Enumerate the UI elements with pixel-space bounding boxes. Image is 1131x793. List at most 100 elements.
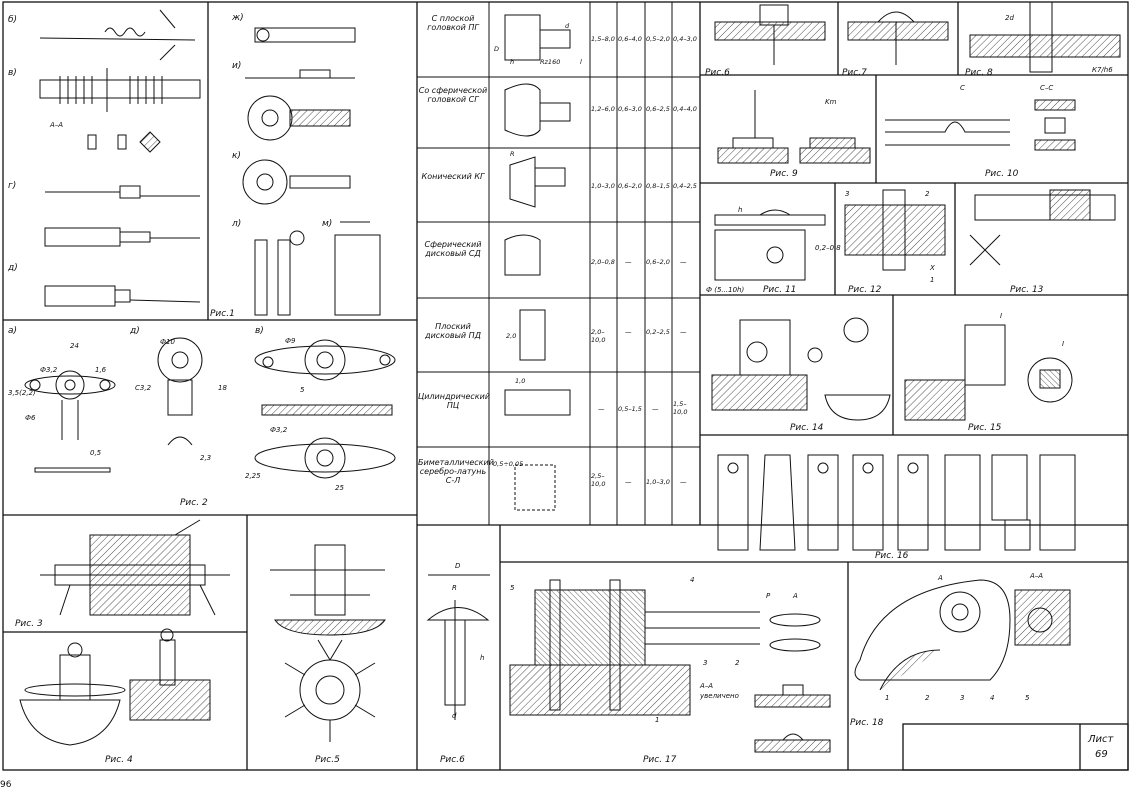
dim-label: 1,0 (515, 377, 526, 385)
svg-text:d: d (452, 712, 457, 720)
table-cell: — (625, 328, 632, 336)
table-cell: 0,6–2,0 (646, 258, 670, 266)
svg-text:ж): ж) (231, 13, 244, 23)
table-cell: 1,5–10,0 (673, 400, 688, 416)
svg-text:г): г) (8, 181, 16, 191)
fig17-caption: Рис. 17 (643, 755, 677, 765)
svg-text:А: А (792, 592, 798, 600)
table-cell: 1,2–6,0 (591, 105, 615, 113)
svg-text:2d: 2d (1005, 14, 1014, 22)
fig12-caption: Рис. 12 (848, 285, 882, 295)
fig6-caption: Рис.6 (440, 755, 465, 765)
fig8-caption: Рис. 8 (965, 68, 993, 78)
fig3-drawing (40, 519, 230, 616)
svg-text:А: А (937, 574, 943, 582)
fig11-12-13-drawings (714, 189, 1116, 281)
svg-text:м): м) (322, 219, 332, 229)
svg-text:4: 4 (990, 694, 994, 702)
sheet-title-text: Лист 69 (1087, 734, 1115, 760)
svg-text:к): к) (232, 151, 241, 161)
table-cell: — (680, 328, 687, 336)
table-cell: 1,0–3,0 (591, 182, 615, 190)
svg-text:Km: Km (825, 98, 837, 106)
table-row-name: Конический КГ (421, 172, 485, 181)
svg-text:д): д) (7, 263, 18, 273)
table-row-name: Плоский дисковый ПД (425, 322, 481, 340)
svg-text:3,5(2,2): 3,5(2,2) (8, 389, 36, 397)
svg-text:2: 2 (735, 659, 740, 667)
table-cell: 0,5–1,5 (618, 405, 642, 413)
svg-text:в): в) (255, 326, 264, 336)
svg-text:4: 4 (690, 576, 694, 584)
svg-text:18: 18 (218, 384, 227, 392)
contacts-table-grid (417, 2, 700, 525)
svg-text:Ф10: Ф10 (160, 338, 175, 346)
table-cell: 0,8–1,5 (646, 182, 670, 190)
svg-text:Ф3,2: Ф3,2 (270, 426, 288, 434)
fig18-drawing (854, 579, 1071, 691)
svg-text:3: 3 (960, 694, 964, 702)
sheet-number: 69 (1095, 749, 1108, 760)
table-row-name: Со сферической головкой СГ (418, 86, 488, 104)
dim-label: h (510, 58, 515, 66)
fig4-drawing (19, 628, 211, 746)
table-row-name: Биметаллический серебро-латунь С-Л (418, 458, 494, 485)
svg-text:25: 25 (335, 484, 344, 492)
svg-text:С3,2: С3,2 (135, 384, 152, 392)
svg-text:2,3: 2,3 (200, 454, 211, 462)
svg-text:Ф6: Ф6 (25, 414, 36, 422)
svg-text:а): а) (8, 326, 17, 336)
svg-text:2,25: 2,25 (245, 472, 261, 480)
fig2-labels: а) д) в) 24 Ф10 Ф9 Ф3,2 1,6 Ф6 С3,2 18 0… (8, 326, 344, 492)
svg-text:5: 5 (510, 584, 515, 592)
fig9-10-drawings (717, 90, 1076, 164)
fig18-caption: Рис. 18 (850, 718, 884, 728)
table-cell: 2,0–0,8 (591, 258, 615, 266)
fig11-caption: Рис. 11 (763, 285, 796, 295)
fig4-caption: Рис. 4 (105, 755, 133, 765)
svg-text:А–А: А–А (49, 121, 63, 129)
svg-text:X: X (929, 264, 935, 272)
table-row-name: Сферический дисковый СД (424, 240, 482, 258)
table-cell: — (680, 478, 687, 486)
table-cell: 2,0–10,0 (591, 328, 606, 344)
table-row-name: Цилиндрический ПЦ (418, 392, 491, 410)
fig13-caption: Рис. 13 (1010, 285, 1044, 295)
svg-text:R: R (452, 584, 457, 592)
table-cell: 1,5–8,0 (591, 35, 615, 43)
svg-text:1: 1 (885, 694, 889, 702)
svg-text:в): в) (8, 68, 17, 78)
dim-label: 2,0 (506, 332, 517, 340)
svg-text:I: I (1062, 340, 1064, 348)
dim-label: D (494, 45, 500, 53)
svg-text:и): и) (232, 61, 241, 71)
svg-text:3: 3 (845, 190, 849, 198)
table-cell: 0,6–2,5 (646, 105, 670, 113)
svg-text:Ф9: Ф9 (285, 337, 296, 345)
table-cell: — (680, 258, 687, 266)
table-cell: — (652, 405, 659, 413)
title-block (902, 723, 1129, 771)
svg-text:б): б) (8, 15, 17, 25)
fig14-caption: Рис. 14 (790, 423, 824, 433)
svg-text:P: P (766, 592, 771, 600)
dim-label: R (510, 150, 515, 158)
fig10-caption: Рис. 10 (985, 169, 1019, 179)
svg-text:5: 5 (300, 386, 305, 394)
table-cell: 0,5–2,0 (646, 35, 670, 43)
svg-text:1: 1 (930, 276, 934, 284)
svg-text:0,5: 0,5 (90, 449, 102, 457)
svg-text:2: 2 (925, 694, 930, 702)
svg-text:С: С (960, 84, 965, 92)
misc-figure-labels: 5 4 3 2 1 P А А–А увеличено А А–А 1 2 3 … (452, 14, 1113, 724)
fig5-drawing (270, 544, 386, 742)
svg-text:л): л) (231, 219, 241, 229)
svg-text:С–С: С–С (1040, 84, 1053, 92)
fig1-labels: б) в) А–А г) д) ж) и) к) л) м) (7, 13, 332, 273)
svg-text:0,2–0,8: 0,2–0,8 (815, 244, 841, 252)
table-cell: — (625, 258, 632, 266)
dim-label: l (580, 58, 582, 66)
fig17-drawing (509, 579, 831, 753)
fig5-caption: Рис.5 (315, 755, 340, 765)
